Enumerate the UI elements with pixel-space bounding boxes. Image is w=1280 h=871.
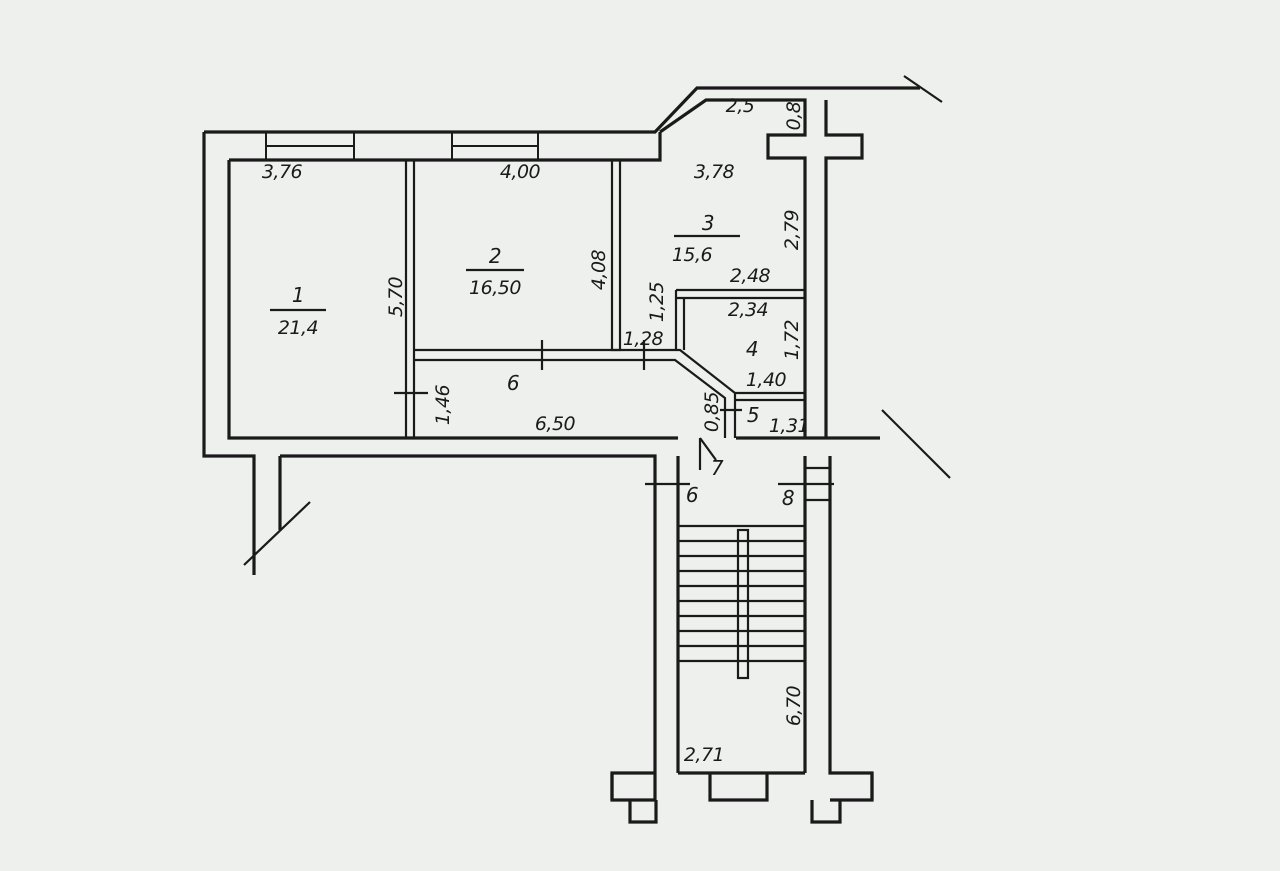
room1-area: 21,4 <box>278 317 318 339</box>
room6-corridor-number: 6 <box>507 371 519 395</box>
dim-bay-width: 2,5 <box>726 95 755 117</box>
dim-room1-width: 3,76 <box>262 161 303 183</box>
room4-number: 4 <box>746 337 758 361</box>
dim-bay-depth: 0,8 <box>783 101 805 130</box>
dim-room3-width: 3,78 <box>694 161 735 183</box>
partition-1-2 <box>404 158 416 440</box>
corridor-wall <box>414 348 737 438</box>
stair-treads <box>678 524 805 663</box>
dim-room2-width: 4,00 <box>500 161 541 183</box>
room4-walls <box>674 288 805 402</box>
dim-room1-depth: 5,70 <box>385 276 407 317</box>
dim-room3-depth: 2,79 <box>781 210 803 250</box>
room2-area: 16,50 <box>469 277 521 299</box>
room3-area: 15,6 <box>672 244 713 266</box>
entrance-door <box>698 437 717 470</box>
room7-number: 7 <box>711 456 724 480</box>
dim-room4-width: 2,34 <box>728 299 768 321</box>
room5-number: 5 <box>747 403 759 427</box>
exterior-wall-inner <box>227 98 880 440</box>
dim-room4-lower-width: 1,40 <box>746 369 787 391</box>
dim-corridor-length: 6,50 <box>535 413 576 435</box>
walls <box>202 86 920 824</box>
stair-walls <box>610 456 874 824</box>
room1-number: 1 <box>292 283 304 307</box>
dim-corridor-jog-upper: 1,25 <box>646 281 668 322</box>
stairs <box>678 524 805 680</box>
stair-handrail <box>736 528 750 680</box>
dimension-labels: 3,76 4,00 3,78 2,5 2,48 2,34 1,40 1,28 6… <box>262 95 810 766</box>
dim-room4-depth: 1,72 <box>781 320 803 360</box>
dim-stair-length: 6,70 <box>783 685 805 726</box>
room6-stair-number: 6 <box>686 483 698 507</box>
room3-number: 3 <box>702 211 714 235</box>
windows <box>265 131 539 161</box>
break-lines <box>243 75 951 566</box>
room-labels: 1 21,4 2 16,50 3 15,6 4 5 6 7 6 8 <box>278 211 795 510</box>
dim-room5-width: 1,31 <box>769 415 809 437</box>
room2-number: 2 <box>489 244 501 268</box>
dim-corridor-depth: 1,46 <box>432 384 454 425</box>
door-ticks <box>394 340 834 502</box>
dim-corridor-jog-lower: 1,28 <box>623 328 664 350</box>
dim-room2-depth: 4,08 <box>588 249 610 290</box>
dim-room3-lower-width: 2,48 <box>730 265 771 287</box>
exterior-wall-outer <box>202 86 920 802</box>
dim-stair-width: 2,71 <box>684 744 724 766</box>
room8-number: 8 <box>782 486 794 510</box>
dim-room5-depth: 0,85 <box>701 391 723 432</box>
